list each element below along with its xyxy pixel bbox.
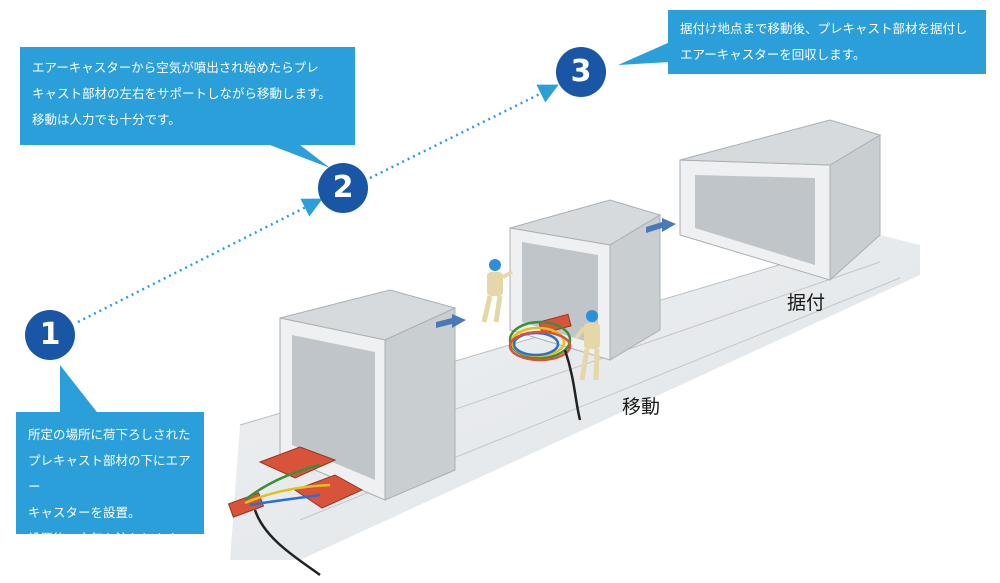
callout-step-1: 所定の場所に荷下ろしされた プレキャスト部材の下にエアー キャスターを設置。 設… — [16, 412, 204, 546]
dotted-arrow-icon — [77, 84, 559, 324]
label-install: 据付 — [787, 292, 826, 314]
air-hoses — [244, 320, 582, 577]
label-move: 移動 — [622, 396, 661, 418]
movement-arrow-icon — [436, 218, 676, 328]
step-circles — [25, 47, 606, 360]
callout-pointers — [60, 42, 670, 416]
precast-box-installed — [679, 119, 882, 282]
worker-icon — [481, 259, 513, 323]
worker-icon — [574, 310, 600, 381]
callout-step-3: 据付け地点まで移動後、プレキャスト部材を据付し エアーキャスターを回収します。 — [668, 10, 986, 74]
step-number-3: 3 — [570, 54, 592, 89]
callout-step-2: エアーキャスターから空気が噴出され始めたらプレ キャスト部材の左右をサポートしな… — [20, 47, 355, 145]
step-number-2: 2 — [332, 170, 354, 205]
step-number-1: 1 — [39, 317, 61, 352]
